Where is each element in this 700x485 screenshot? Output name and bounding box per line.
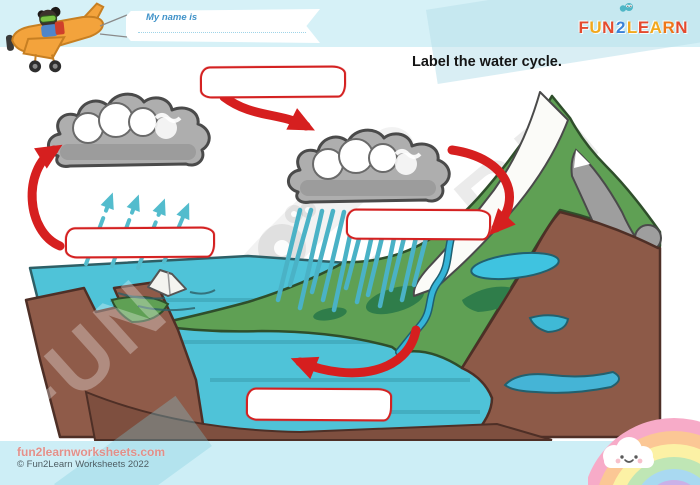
name-input-line[interactable] [138,32,306,33]
airplane [5,2,105,73]
cliff [24,280,553,441]
label-box-top[interactable] [199,65,347,99]
logo-letter: L [626,18,638,37]
rainbow-cloud-decoration [588,418,700,485]
page-title: Label the water cycle. [412,54,562,70]
logo-number-two: 2 [616,3,633,40]
cloud-left [46,92,212,169]
logo-letter: E [637,18,650,37]
red-arrow-condensation [219,92,315,131]
caterpillar-icon [619,3,633,12]
red-arrow-evaporation [27,144,65,251]
fun2learn-logo: F U N 2 L E A R N [578,3,689,40]
cycle-arrows [27,92,516,380]
label-box-bottom[interactable] [245,387,393,422]
red-arrow-collection [290,325,421,380]
rain-cloud [286,128,452,205]
website-link[interactable]: fun2learnworksheets.com [17,445,166,459]
iceberg [117,269,216,312]
logo-letter: U [589,18,603,37]
name-banner-label: My name is [146,12,198,23]
kawaii-cloud [603,437,654,468]
label-box-left[interactable] [64,226,216,259]
red-arrow-precipitation [447,145,516,236]
logo-letter: A [649,18,663,37]
label-box-middle[interactable] [345,208,492,241]
name-banner [126,9,320,43]
logo-letter: N [675,18,688,37]
logo-letter: R [662,18,676,37]
copyright-text: © Fun2Learn Worksheets 2022 [17,459,149,470]
banner-strings [99,14,128,38]
logo-letter: F [578,18,590,37]
logo-letter: N [602,18,615,37]
footer-band [0,441,700,485]
